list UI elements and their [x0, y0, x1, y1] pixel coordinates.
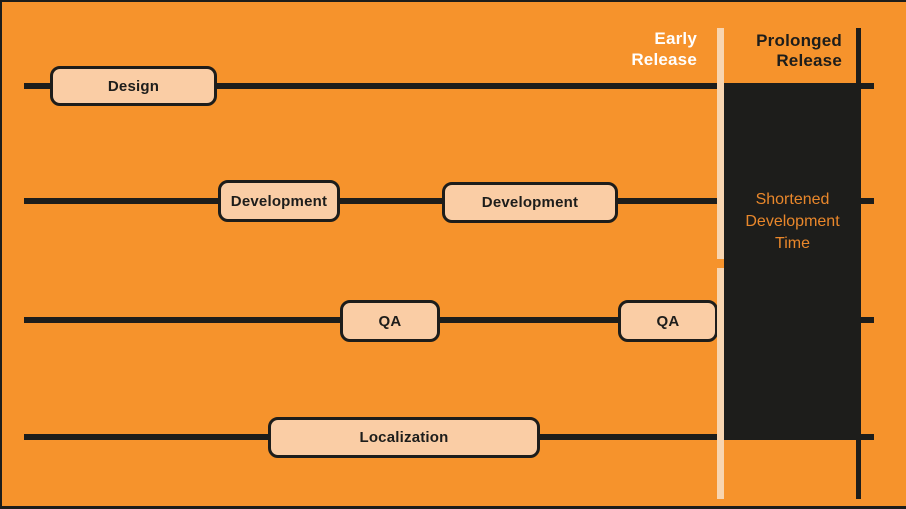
- phase-box-development-2: Development: [442, 182, 618, 223]
- prolonged-release-label-line: Prolonged: [756, 31, 842, 50]
- shortened-development-label-line: Shortened: [755, 191, 830, 208]
- phase-box-development-2-label: Development: [481, 194, 579, 211]
- phase-box-qa-2-label: QA: [656, 312, 680, 330]
- phase-box-qa-1: QA: [340, 300, 440, 342]
- prolonged-release-marker-line: [856, 28, 861, 499]
- early-release-label-line: Early: [654, 29, 697, 48]
- phase-box-design-label: Design: [107, 77, 160, 95]
- phase-box-localization-label: Localization: [359, 429, 449, 446]
- shortened-development-label: Shortened Development Time: [724, 189, 861, 255]
- phase-box-design: Design: [50, 66, 217, 106]
- early-release-marker-tick: [716, 259, 724, 268]
- prolonged-release-label-line: Release: [776, 51, 842, 70]
- shortened-development-label-line: Time: [775, 235, 810, 252]
- timeline-qa-row: [24, 317, 874, 323]
- phase-box-qa-2: QA: [618, 300, 718, 342]
- early-release-label-line: Release: [631, 50, 697, 69]
- phase-box-localization: Localization: [268, 417, 540, 458]
- timeline-design-row: [24, 83, 874, 89]
- phase-box-development-1: Development: [218, 180, 340, 222]
- early-release-label: Early Release: [631, 28, 697, 70]
- phase-box-development-1-label: Development: [230, 192, 328, 210]
- shortened-development-block: Shortened Development Time: [724, 83, 861, 440]
- shortened-development-label-line: Development: [745, 213, 840, 230]
- prolonged-release-label: Prolonged Release: [756, 31, 842, 71]
- phase-box-qa-1-label: QA: [378, 312, 402, 330]
